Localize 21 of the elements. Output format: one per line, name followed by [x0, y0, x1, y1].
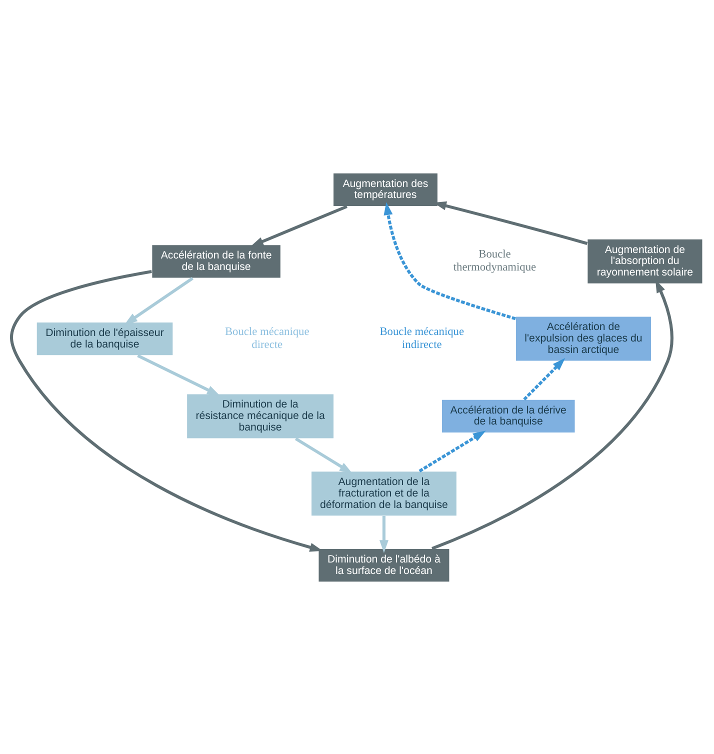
node-box: Diminution de l'albédo à la surface de l'océan	[318, 548, 450, 582]
node-box: Accélération de l'expulsion des glaces du bassin arctique	[515, 316, 652, 362]
arrow	[294, 436, 352, 473]
label: Boucle thermodynamique	[453, 248, 536, 274]
node-box: Diminution de la résistance mécanique de la banquise	[186, 392, 334, 438]
node-box: Augmentation de l'absorption du rayonnement solaire	[586, 238, 703, 284]
node-box: Accélération de la dérive de la banquise	[441, 398, 576, 433]
label: Boucle mécanique indirecte	[380, 326, 464, 350]
node-box: Diminution de l'épaisseur de la banquise	[36, 321, 174, 356]
arrow	[10, 269, 323, 552]
arrow	[379, 515, 388, 552]
arrow	[124, 276, 194, 324]
label: Boucle mécanique directe	[224, 326, 310, 350]
arrow	[137, 354, 220, 396]
arrow	[523, 358, 566, 400]
node-box: Augmentation des températures	[332, 172, 438, 206]
node-box: Accélération de la fonte de la banquise	[151, 244, 282, 278]
arrow	[384, 202, 516, 320]
arrow	[418, 430, 486, 472]
arrow	[250, 204, 348, 246]
node-box: Augmentation de la fracturation et de la déformation de la banquise	[310, 470, 458, 516]
